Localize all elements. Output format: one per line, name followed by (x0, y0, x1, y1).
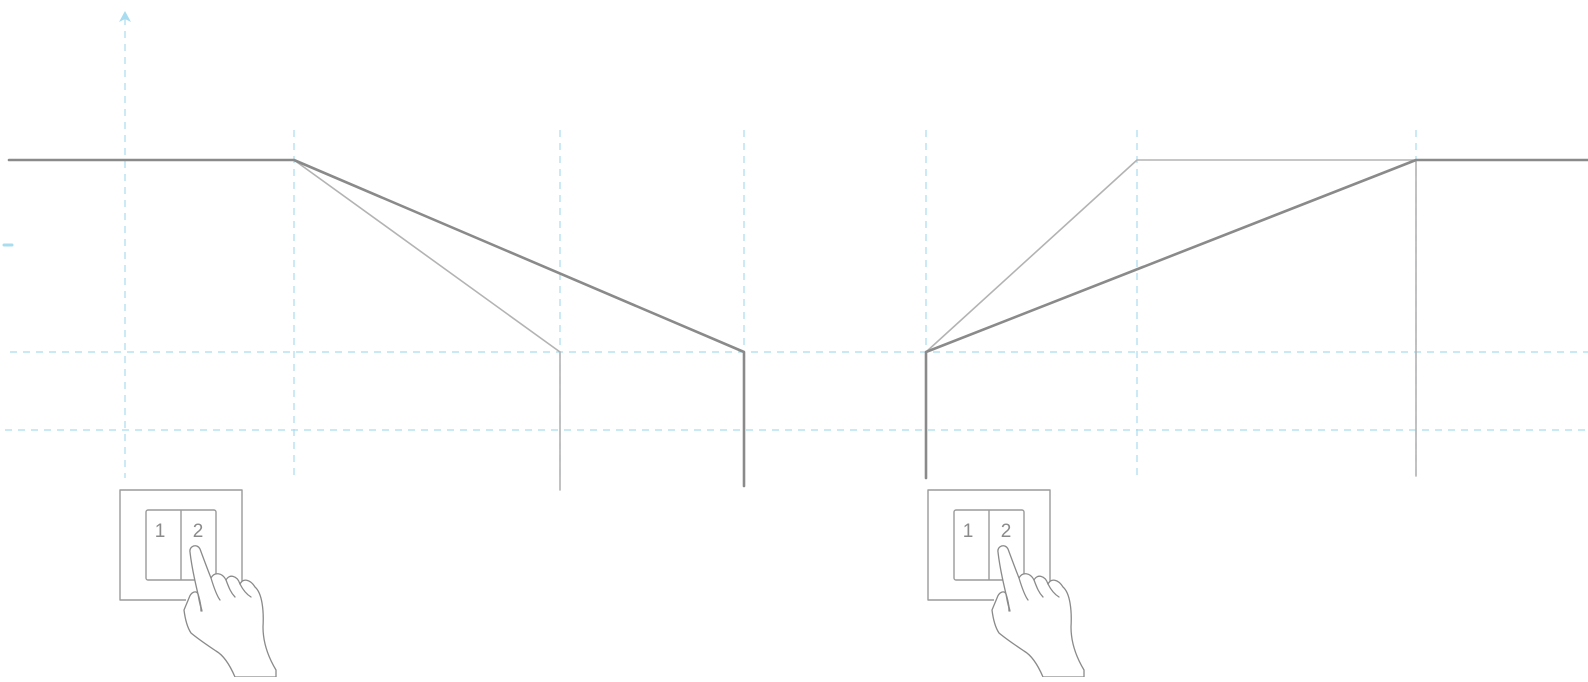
switch-button-1-label: 1 (155, 521, 166, 542)
light-traces (294, 160, 1416, 490)
switch-button-2-label: 2 (193, 521, 204, 542)
switch-button-1-label: 1 (963, 521, 974, 542)
guide-lines (5, 18, 1588, 478)
wall-switch-2: 1 2 (928, 490, 1084, 677)
trace-light-rise (926, 160, 1416, 476)
pressing-hand-icon (992, 546, 1084, 677)
wall-switch-1: 1 2 (120, 490, 276, 677)
trace-light-fall (294, 160, 560, 490)
trace-dark-fall (9, 160, 744, 486)
dark-traces (9, 160, 1588, 486)
pressing-hand-icon (184, 546, 276, 677)
switch-button-2-label: 2 (1001, 521, 1012, 542)
